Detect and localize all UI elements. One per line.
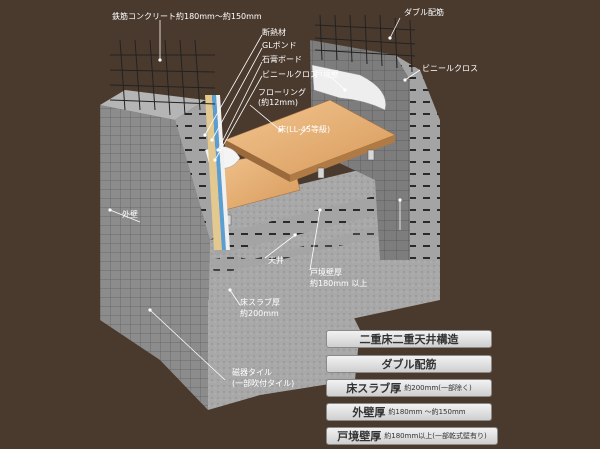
lower-slab-holes [210, 215, 430, 275]
spec-pill-double-rebar: ダブル配筋 [326, 355, 492, 373]
spec-pill-double-floor: 二重床二重天井構造 [326, 330, 492, 348]
boundary-wall-side [395, 55, 440, 260]
spec-pill-main: 戸境壁厚 [337, 430, 382, 443]
upper-flooring-edge-right [290, 135, 395, 182]
label-exterior-wall: 外壁 [122, 210, 138, 219]
label-flooring-2: (約12mm) [258, 98, 299, 107]
spec-pill-main: 床スラブ厚 [346, 382, 402, 395]
label-tile-1: 磁器タイル [232, 368, 272, 377]
exterior-wall-top [100, 90, 205, 120]
spec-pill-main: 二重床二重天井構造 [359, 333, 459, 346]
spec-pill-sub: 約200mm(一部除く) [404, 384, 472, 392]
spec-pill-main: ダブル配筋 [381, 358, 437, 371]
label-double-rebar: ダブル配筋 [404, 8, 444, 17]
label-flooring-1: フローリング [258, 88, 306, 97]
label-gl-bond: GLボンド [262, 41, 297, 50]
label-tile-2: (一部吹付タイル) [232, 379, 295, 388]
spec-pill-slab: 床スラブ厚 約200mm(一部除く) [326, 379, 492, 397]
label-boundary-wall: 戸境壁 [315, 70, 339, 79]
foundation [208, 290, 360, 410]
leader-lines [109, 17, 421, 381]
spec-pill-sub: 約180mm以上(一部乾式壁有り) [384, 432, 487, 440]
rebar-grid-right [314, 14, 416, 73]
rebar-grid-left [109, 39, 216, 116]
label-vinyl-right: ビニールクロス [422, 64, 478, 73]
label-slab-2: 約200mm [240, 309, 279, 318]
label-concrete: 鉄筋コンクリート約180mm～約150mm [112, 12, 262, 21]
leader-dots [108, 36, 407, 312]
gypsum-layer [216, 95, 230, 250]
spec-pill-sub: 約180mm 〜約150mm [388, 408, 466, 416]
spec-pill-exterior: 外壁厚 約180mm 〜約150mm [326, 403, 492, 421]
label-boundary-thick-2: 約180mm 以上 [310, 279, 368, 288]
label-vinyl-left: ビニールクロス [262, 70, 318, 79]
spec-pill-main: 外壁厚 [352, 406, 386, 419]
label-insulation: 断熱材 [262, 28, 286, 37]
insulation-layer [205, 95, 222, 250]
label-floor-grade: 床(LL-45等級) [278, 125, 331, 134]
exterior-wall [100, 105, 210, 410]
label-gypsum: 石膏ボード [262, 55, 302, 64]
label-slab-1: 床スラブ厚 [240, 298, 280, 307]
label-ceiling: 天井 [268, 256, 284, 265]
upper-flooring-edge [225, 140, 290, 182]
label-boundary-thick-1: 戸境壁厚 [310, 268, 342, 277]
spec-pill-boundary: 戸境壁厚 約180mm以上(一部乾式壁有り) [326, 427, 498, 445]
